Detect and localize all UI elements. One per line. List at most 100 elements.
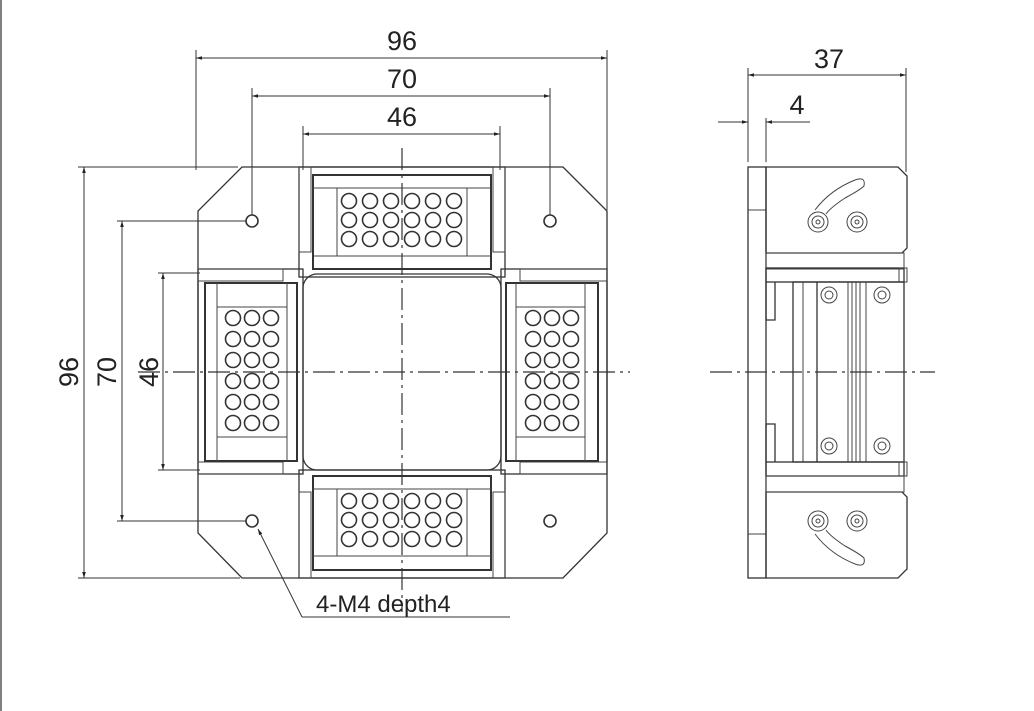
mounting-hole [245,214,259,228]
pin-hole [243,372,261,390]
pin-hole [340,211,358,229]
dimension-37: 37 [747,44,907,172]
pin-hole [382,211,400,229]
pin-hole [403,230,421,248]
pin-hole [340,530,358,548]
pin-hole [262,330,280,348]
dim-label: 96 [54,357,84,387]
dim-label: 4 [789,90,804,120]
pin-hole [543,372,561,390]
pin-hole [562,351,580,369]
mounting-hole [543,214,557,228]
dimension-4: 4 [718,90,810,162]
pin-hole [382,511,400,529]
pin-holes-bottom [340,492,463,548]
pin-hole [424,492,442,510]
dimension-96-vertical: 96 [54,166,240,579]
dimension-70-vertical: 70 [92,220,246,522]
pin-hole [445,492,463,510]
pin-hole [243,414,261,432]
side-view [710,166,935,579]
pin-hole [340,230,358,248]
pin-hole [562,372,580,390]
side-top-block [765,166,908,254]
pin-hole [524,372,542,390]
pin-holes-right [524,309,580,432]
hole-callout: 4-M4 depth4 [257,528,510,618]
side-bottom-block [765,491,908,579]
mounting-hole [245,514,259,528]
pin-hole [361,192,379,210]
connector-top [298,166,506,278]
dim-label: 46 [134,357,164,387]
pin-hole [562,309,580,327]
pin-hole [262,414,280,432]
pin-hole [543,351,561,369]
hole-note: 4-M4 depth4 [316,591,451,618]
pin-hole [524,414,542,432]
pin-hole [445,230,463,248]
dimension-96-horizontal: 96 [195,26,608,210]
pin-hole [543,414,561,432]
pin-hole [224,309,242,327]
pin-hole [361,211,379,229]
pin-hole [224,330,242,348]
dimension-46-horizontal: 46 [302,102,501,170]
pin-hole [224,414,242,432]
pin-hole [403,530,421,548]
pin-hole [403,492,421,510]
pin-hole [224,351,242,369]
pin-hole [243,393,261,411]
dim-label: 70 [92,357,122,387]
pin-hole [543,309,561,327]
pin-hole [424,230,442,248]
pin-hole [403,211,421,229]
pin-hole [424,211,442,229]
left-border [0,0,2,711]
pin-hole [340,192,358,210]
slot-bottom [814,529,865,566]
pin-hole [445,530,463,548]
pin-holes-left [224,309,280,432]
pin-hole [403,192,421,210]
pin-hole [243,330,261,348]
pin-hole [562,393,580,411]
pin-holes-top [340,192,463,248]
dim-label: 37 [814,44,844,74]
pin-hole [262,372,280,390]
pin-hole [445,511,463,529]
pin-hole [424,511,442,529]
pin-hole [445,211,463,229]
pin-hole [382,230,400,248]
pin-hole [524,393,542,411]
pin-hole [262,351,280,369]
pin-hole [424,530,442,548]
pin-hole [361,230,379,248]
pin-hole [445,192,463,210]
slot-top [814,178,865,215]
dimension-70-horizontal: 70 [251,64,551,215]
pin-hole [243,351,261,369]
mounting-hole [543,514,557,528]
pin-hole [424,192,442,210]
pin-hole [340,492,358,510]
connector-bottom [298,469,506,579]
pin-hole [361,530,379,548]
pin-hole [562,414,580,432]
pin-hole [524,309,542,327]
pin-hole [403,511,421,529]
pin-hole [262,393,280,411]
front-view [138,148,630,612]
pin-hole [562,330,580,348]
pin-hole [543,393,561,411]
pin-hole [382,530,400,548]
pin-hole [340,511,358,529]
pin-hole [382,192,400,210]
pin-hole [361,511,379,529]
dim-label: 70 [387,64,417,94]
pin-hole [224,372,242,390]
pin-hole [243,309,261,327]
pin-hole [262,309,280,327]
pin-hole [524,351,542,369]
